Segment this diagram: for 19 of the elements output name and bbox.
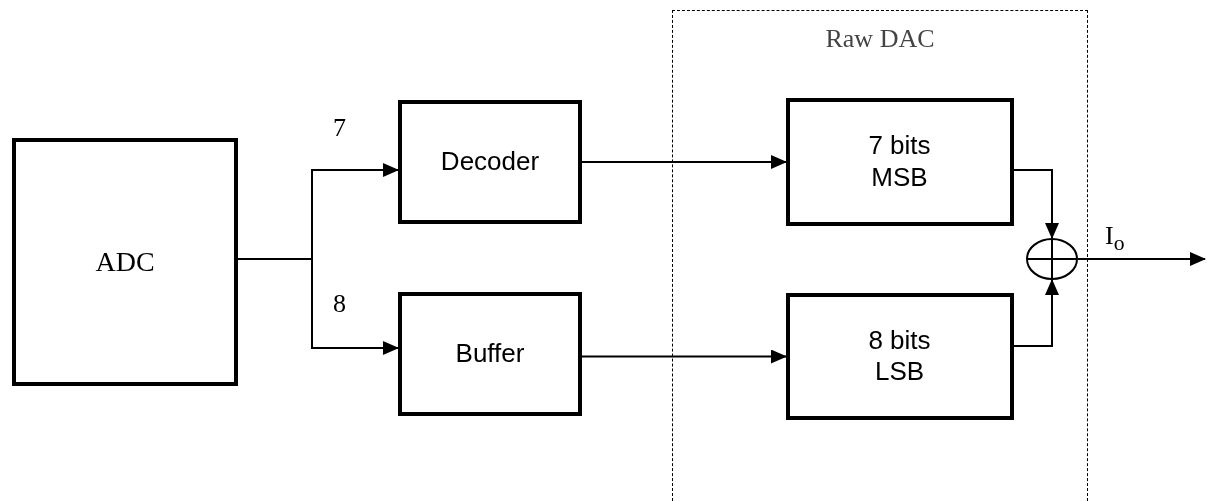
block-box [785,97,1014,226]
arrow [581,155,787,169]
block-box [12,138,238,386]
arrow [1013,279,1059,347]
block-label: 7 bits MSB [867,130,932,193]
block-label: 8 bits LSB [867,324,932,388]
block-label: Decoder [440,146,540,178]
block-box [785,292,1014,420]
block-box [398,100,582,224]
block-label: ADC [95,245,155,279]
dashed-group-boundary [672,10,1088,501]
arrow [581,349,787,364]
group-title: Raw DAC [824,23,936,55]
block-box [398,292,582,416]
summing-junction [1025,237,1078,280]
arrow [1077,252,1206,266]
block-label: Buffer [455,338,525,370]
arrow [237,258,399,355]
arrow [1013,169,1059,239]
